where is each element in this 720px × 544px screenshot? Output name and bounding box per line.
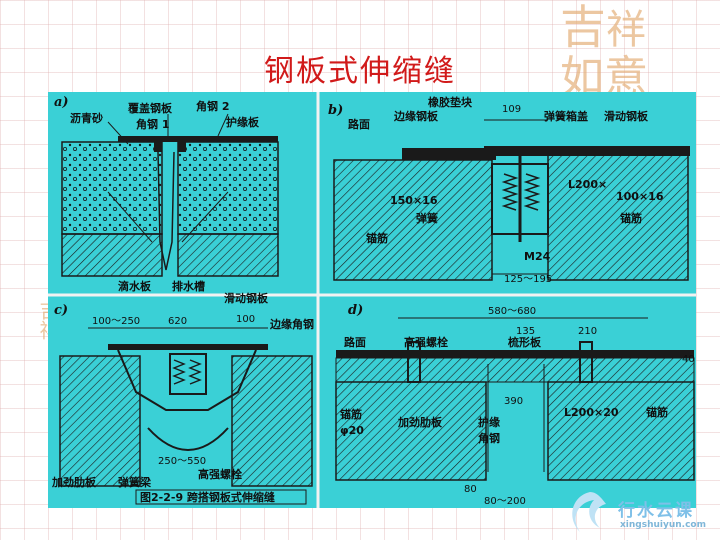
figure-caption: 图2-2-9 跨搭钢板式伸缩缝 [140, 490, 275, 504]
panel-b: b) 橡胶垫块 路面 边缘钢板 109 弹簧箱盖 滑动钢板 L200× 100×… [328, 95, 690, 285]
watermark-url: xingshuiyun.com [620, 520, 706, 530]
label-slide-plate: 滑动钢板 [604, 109, 649, 123]
label-spring-box: 弹簧箱盖 [544, 109, 588, 123]
label-road: 路面 [348, 117, 370, 131]
label-asphalt: 沥青砂 [70, 111, 103, 125]
label-edge-plate: 边缘钢板 [393, 109, 439, 123]
label-angle1: 角钢 1 [136, 117, 169, 131]
label-anchor2-d: 锚筋 [646, 405, 668, 419]
panel-d-letter: d) [348, 303, 363, 318]
label-spec150: 150×16 [390, 194, 438, 207]
label-angle2: 角钢 2 [196, 99, 229, 113]
slide-title: 钢板式伸缩缝 [264, 54, 456, 89]
dim-80: 80 [464, 484, 477, 495]
dim-109: 109 [502, 104, 521, 115]
label-spring-beam: 弹簧梁 [118, 475, 152, 489]
dim-100: 100 [236, 314, 255, 325]
label-angle-d: 角钢 [478, 431, 500, 445]
label-bolt: M24 [524, 250, 551, 263]
dim-620: 620 [168, 316, 187, 327]
panel-c: c) 滑动钢板 100～250 620 100 边缘角钢 加劲肋板 弹簧梁 25… [51, 291, 314, 505]
label-hs-bolt-c: 高强螺栓 [198, 467, 242, 481]
label-edge-angle: 边缘角钢 [269, 317, 314, 331]
panel-a-letter: a) [54, 95, 69, 110]
label-anchor2: 锚筋 [620, 211, 642, 225]
panel-a: a) 沥青砂 覆盖钢板 角钢 2 角钢 1 护缘板 滴水板 排水槽 [54, 95, 279, 293]
dim-gap-b: 125～195 [504, 274, 552, 285]
label-slide-plate-c: 滑动钢板 [224, 291, 269, 305]
label-anchor-d: 锚筋 [340, 407, 362, 421]
label-hs-bolt-d: 高强螺栓 [404, 335, 448, 349]
dim-580-680: 580～680 [488, 306, 536, 317]
dim-100-250: 100～250 [92, 316, 140, 327]
panel-c-letter: c) [54, 303, 68, 318]
label-angle-spec: L200× [568, 178, 607, 191]
label-anchor-size: φ20 [340, 424, 364, 437]
panel-b-letter: b) [328, 103, 343, 118]
label-guard: 护缘 [478, 415, 500, 429]
watermark-brand: 行水云课 [618, 501, 694, 521]
dim-80-200: 80～200 [484, 496, 526, 507]
dim-250-550: 250～550 [158, 456, 206, 467]
label-angle-spec2: 100×16 [616, 190, 664, 203]
label-angle-spec-d: L200×20 [564, 406, 619, 419]
label-anchor: 锚筋 [366, 231, 388, 245]
dim-40: 40 [682, 354, 695, 365]
label-spring: 弹簧 [416, 211, 438, 225]
dim-210: 210 [578, 326, 597, 337]
expansion-joint-figure: a) 沥青砂 覆盖钢板 角钢 2 角钢 1 护缘板 滴水板 排水槽 b) [48, 92, 696, 508]
label-guard-plate: 护缘板 [226, 115, 260, 129]
label-comb: 梳形板 [507, 335, 542, 349]
panel-d: d) 580～680 135 210 路面 高强螺栓 梳形板 40 锚筋 φ20… [335, 303, 695, 507]
dim-135: 135 [516, 326, 535, 337]
label-rubber-pad: 橡胶垫块 [428, 95, 473, 109]
label-road-d: 路面 [344, 335, 366, 349]
label-cover-plate: 覆盖钢板 [128, 101, 173, 115]
label-drip-plate: 滴水板 [118, 279, 152, 293]
dim-390: 390 [504, 396, 523, 407]
label-drain: 排水槽 [172, 279, 205, 293]
label-rib-c: 加劲肋板 [51, 475, 97, 489]
label-rib-d: 加劲肋板 [397, 415, 443, 429]
watermark-logo [560, 488, 720, 540]
